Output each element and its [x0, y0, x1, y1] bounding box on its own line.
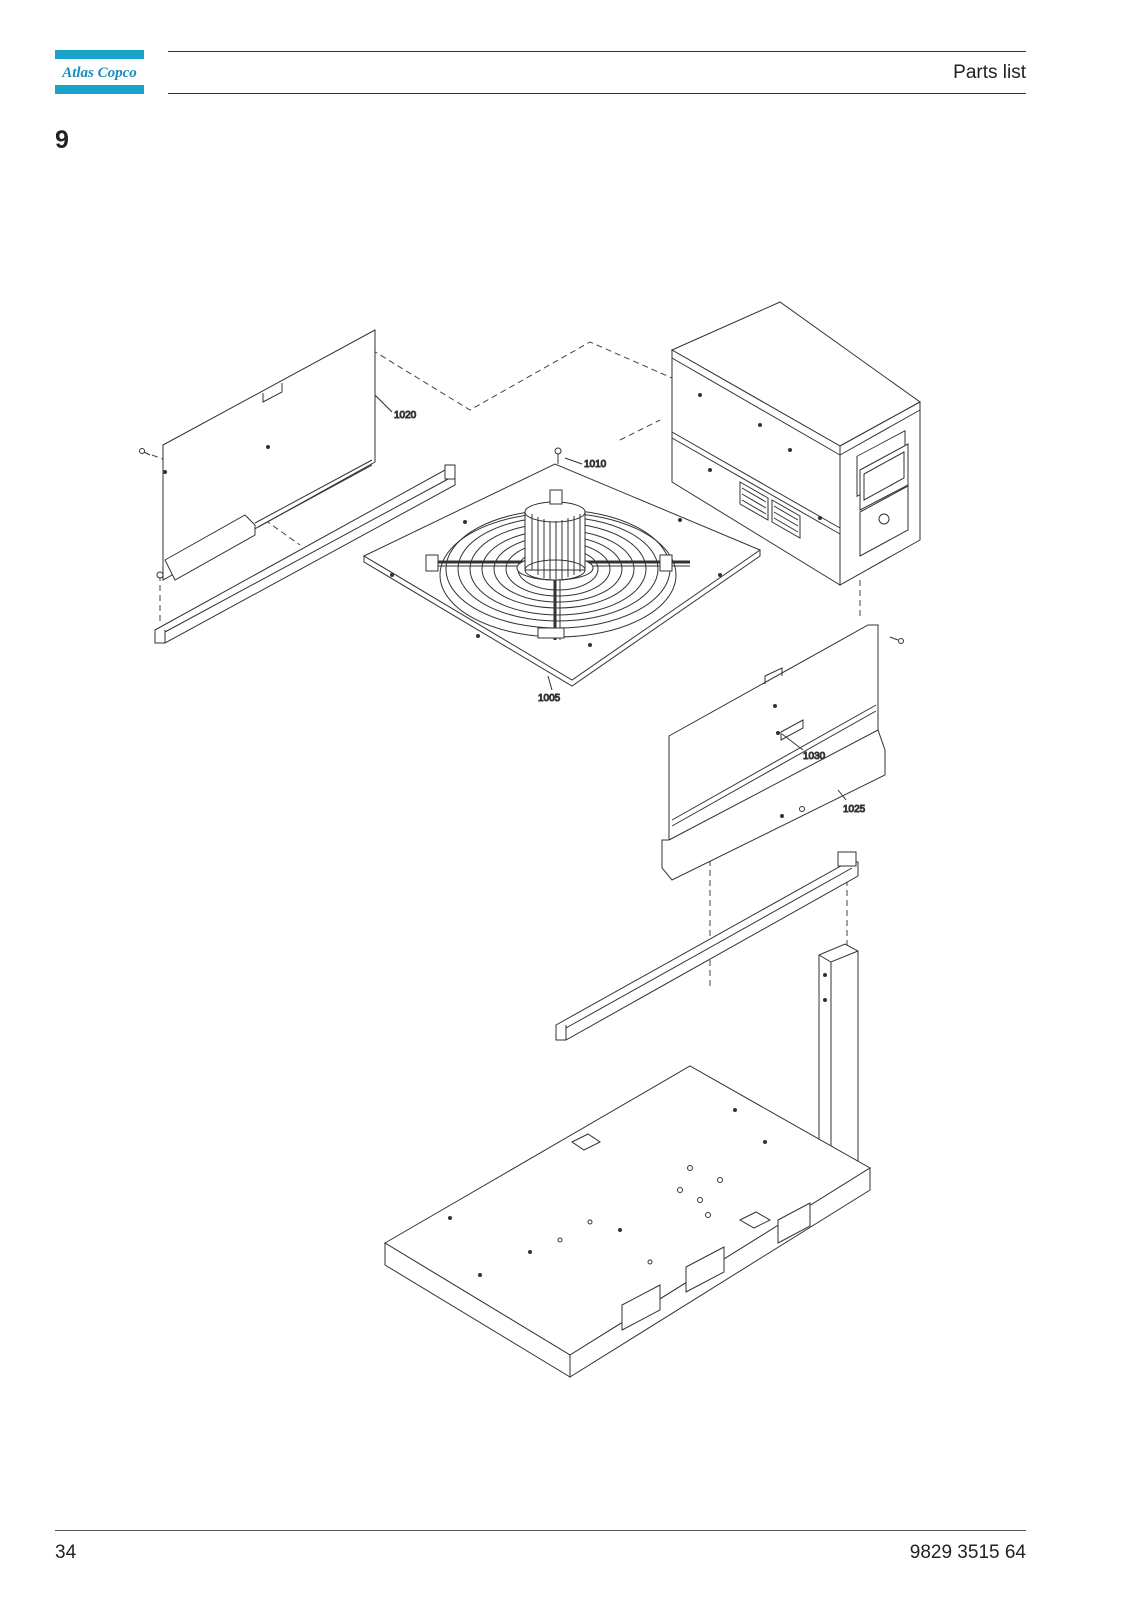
vent-grille — [739, 481, 801, 539]
control-cabinet — [670, 301, 921, 586]
atlas-copco-logo: Atlas Copco — [55, 50, 144, 94]
rail-left — [154, 464, 456, 644]
side-panel-left — [156, 329, 376, 581]
base-frame — [384, 1065, 871, 1378]
section-number: 9 — [55, 126, 69, 154]
document-number: 9829 3515 64 — [909, 1542, 1026, 1563]
screw-bottom — [799, 806, 805, 812]
callout-1005: 1005 — [538, 693, 561, 704]
fan-motor — [516, 489, 594, 581]
callout-1030: 1030 — [803, 751, 826, 762]
footer-rule — [55, 1530, 1026, 1531]
header-title: Parts list — [953, 62, 1026, 83]
header-rule-bottom — [168, 93, 1026, 94]
callout-1020: 1020 — [394, 410, 417, 421]
page-number: 34 — [55, 1542, 77, 1563]
screw-1010 — [554, 447, 562, 464]
screw-left — [139, 448, 151, 456]
side-panel-right — [661, 624, 886, 881]
leader-lines — [374, 394, 847, 801]
header-rule-top — [168, 51, 1026, 52]
rail-right — [555, 851, 859, 1041]
screw-right — [889, 636, 904, 644]
callout-1010: 1010 — [584, 459, 607, 470]
logo-wordmark: Atlas Copco — [61, 65, 137, 81]
control-display — [859, 443, 909, 557]
callout-1025: 1025 — [843, 804, 866, 815]
